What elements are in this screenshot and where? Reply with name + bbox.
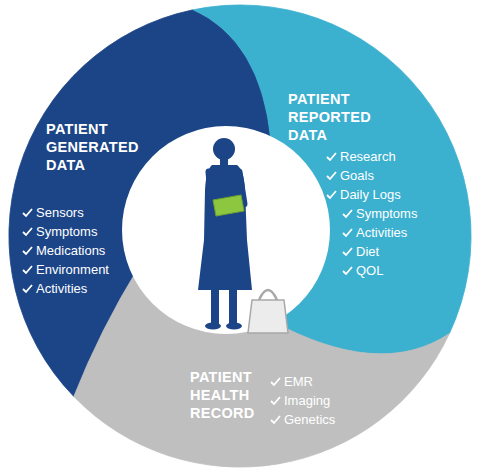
check-mark: [270, 414, 281, 425]
check-item: Research: [326, 147, 396, 166]
check-item: Medications: [22, 241, 105, 260]
list-item-text: Diet: [356, 242, 379, 261]
person-leg: [211, 289, 219, 325]
check-mark: [342, 227, 353, 238]
check-item: Goals: [326, 166, 374, 185]
check-mark: [270, 376, 281, 387]
check-stroke: [327, 153, 336, 160]
check-mark: [22, 264, 33, 275]
person-neck: [220, 158, 228, 167]
band-fill: [9, 10, 270, 397]
list-item-text: Environment: [36, 260, 109, 279]
list-item-text: Medications: [36, 241, 105, 260]
outer-disc: [10, 6, 470, 466]
check-stroke: [23, 209, 32, 216]
check-stroke: [343, 267, 352, 274]
check-mark: [326, 170, 337, 181]
check-item: Environment: [22, 260, 109, 279]
list-item-text: Genetics: [284, 410, 335, 429]
list-item-text: Goals: [340, 166, 374, 185]
check-item: Symptoms: [342, 204, 417, 223]
check-stroke: [23, 266, 32, 273]
list-item-text: Symptoms: [356, 204, 417, 223]
check-stroke: [23, 247, 32, 254]
check-mark: [326, 189, 337, 200]
bag: [248, 290, 288, 333]
center-circle: [122, 126, 330, 334]
list-item-text: QOL: [356, 261, 383, 280]
check-mark: [22, 283, 33, 294]
bag-handle: [259, 290, 277, 300]
check-mark: [342, 208, 353, 219]
person-silhouette: [198, 138, 252, 330]
check-stroke: [271, 416, 280, 423]
check-stroke: [327, 172, 336, 179]
check-mark: [342, 265, 353, 276]
person-dress: [198, 165, 252, 290]
check-stroke: [271, 397, 280, 404]
band-heading: PATIENT HEALTH RECORD: [190, 368, 255, 422]
tablet: [213, 195, 244, 216]
person-arm: [233, 172, 244, 210]
check-item: EMR: [270, 372, 313, 391]
list-item-text: Activities: [36, 279, 87, 298]
bag-body: [248, 300, 288, 333]
check-stroke: [343, 229, 352, 236]
band-heading: PATIENT REPORTED DATA: [288, 90, 371, 144]
check-mark: [22, 207, 33, 218]
check-item: Activities: [22, 279, 87, 298]
band-fill: [192, 5, 471, 354]
check-stroke: [23, 228, 32, 235]
list-item-text: Imaging: [284, 391, 330, 410]
list-item-text: Daily Logs: [340, 185, 401, 204]
list-item-text: Symptoms: [36, 222, 97, 241]
check-item: Sensors: [22, 203, 84, 222]
band-fill: [74, 230, 450, 467]
check-mark: [326, 151, 337, 162]
check-stroke: [343, 210, 352, 217]
check-item: Daily Logs: [326, 185, 401, 204]
check-stroke: [23, 285, 32, 292]
check-item: QOL: [342, 261, 383, 280]
list-item-text: Sensors: [36, 203, 84, 222]
person-foot: [226, 323, 242, 330]
check-mark: [22, 245, 33, 256]
check-item: Genetics: [270, 410, 335, 429]
person-foot: [205, 323, 221, 330]
check-item: Activities: [342, 223, 407, 242]
check-mark: [22, 226, 33, 237]
check-mark: [342, 246, 353, 257]
list-item-text: Research: [340, 147, 396, 166]
band-heading: PATIENT GENERATED DATA: [46, 120, 139, 174]
list-item-text: Activities: [356, 223, 407, 242]
check-item: Imaging: [270, 391, 330, 410]
check-item: Diet: [342, 242, 379, 261]
list-item-text: EMR: [284, 372, 313, 391]
check-stroke: [271, 378, 280, 385]
check-item: Symptoms: [22, 222, 97, 241]
person-arm: [209, 172, 220, 209]
person-leg: [229, 289, 237, 325]
check-stroke: [327, 191, 336, 198]
person-head: [213, 138, 235, 160]
check-mark: [270, 395, 281, 406]
check-stroke: [343, 248, 352, 255]
